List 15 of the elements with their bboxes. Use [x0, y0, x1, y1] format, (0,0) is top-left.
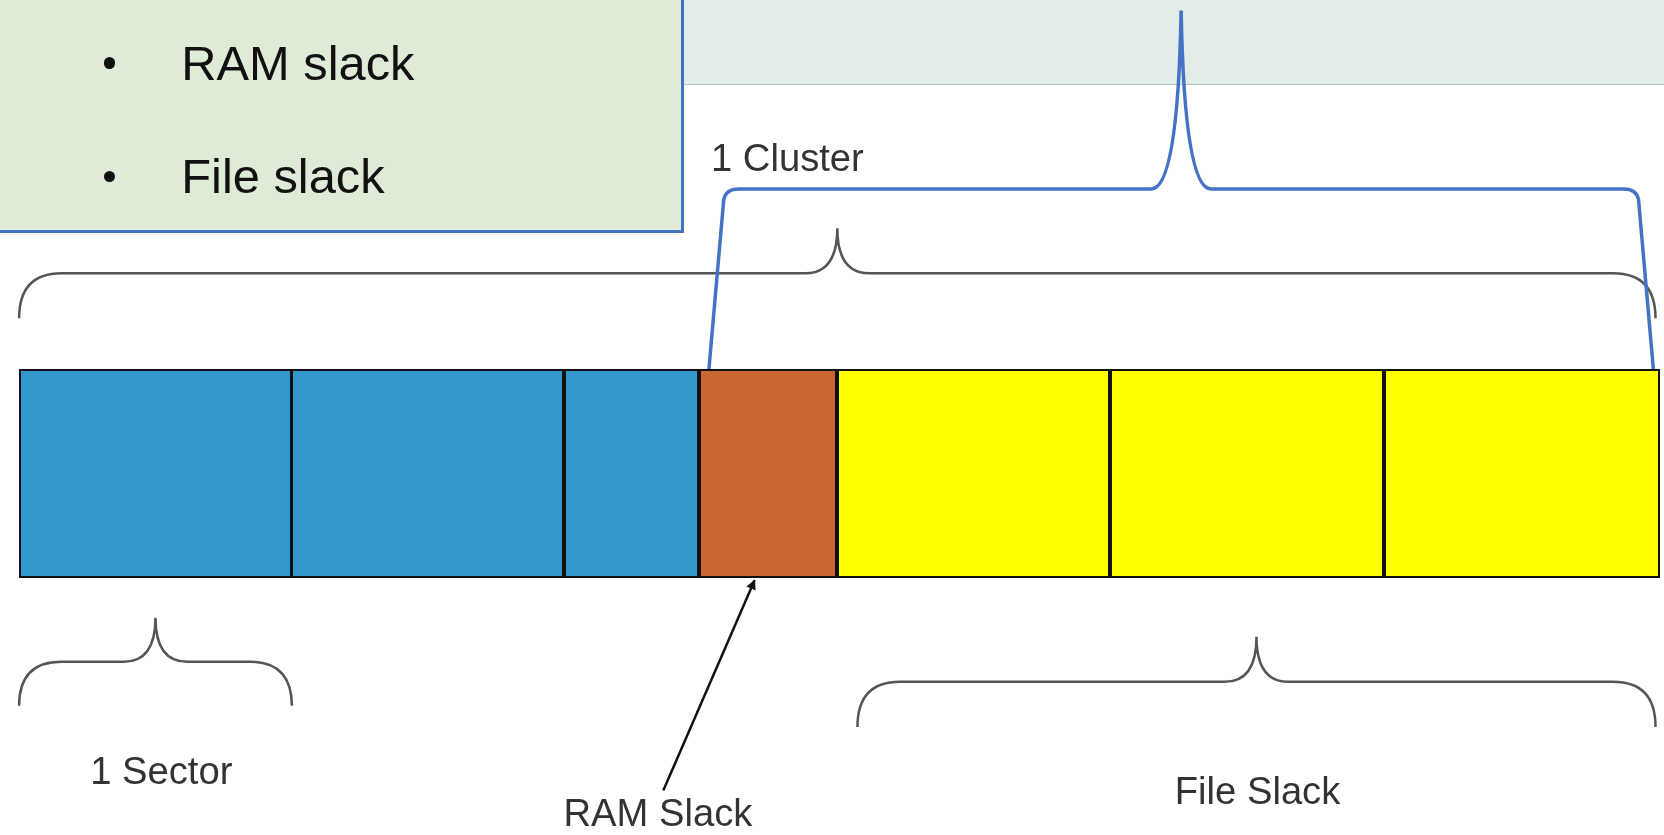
brace-label: File Slack: [1174, 769, 1341, 814]
arrow: [662, 579, 756, 792]
sector-cell: [1110, 369, 1384, 579]
sector-cell: [19, 369, 292, 579]
brace-label: 1 Sector: [90, 749, 233, 794]
list-item-text: RAM slack: [181, 34, 415, 91]
brace-label: 1 Cluster: [711, 135, 864, 180]
sector-cell: [699, 369, 838, 579]
sector-cell: [837, 369, 1111, 579]
list-item-text: File slack: [181, 148, 385, 205]
sector-cell: [1383, 369, 1660, 579]
text-panel: [0, 0, 685, 234]
callout-label: RAM Slack: [530, 790, 786, 835]
sector-cell: [563, 369, 700, 579]
sector-cell: [290, 369, 564, 579]
